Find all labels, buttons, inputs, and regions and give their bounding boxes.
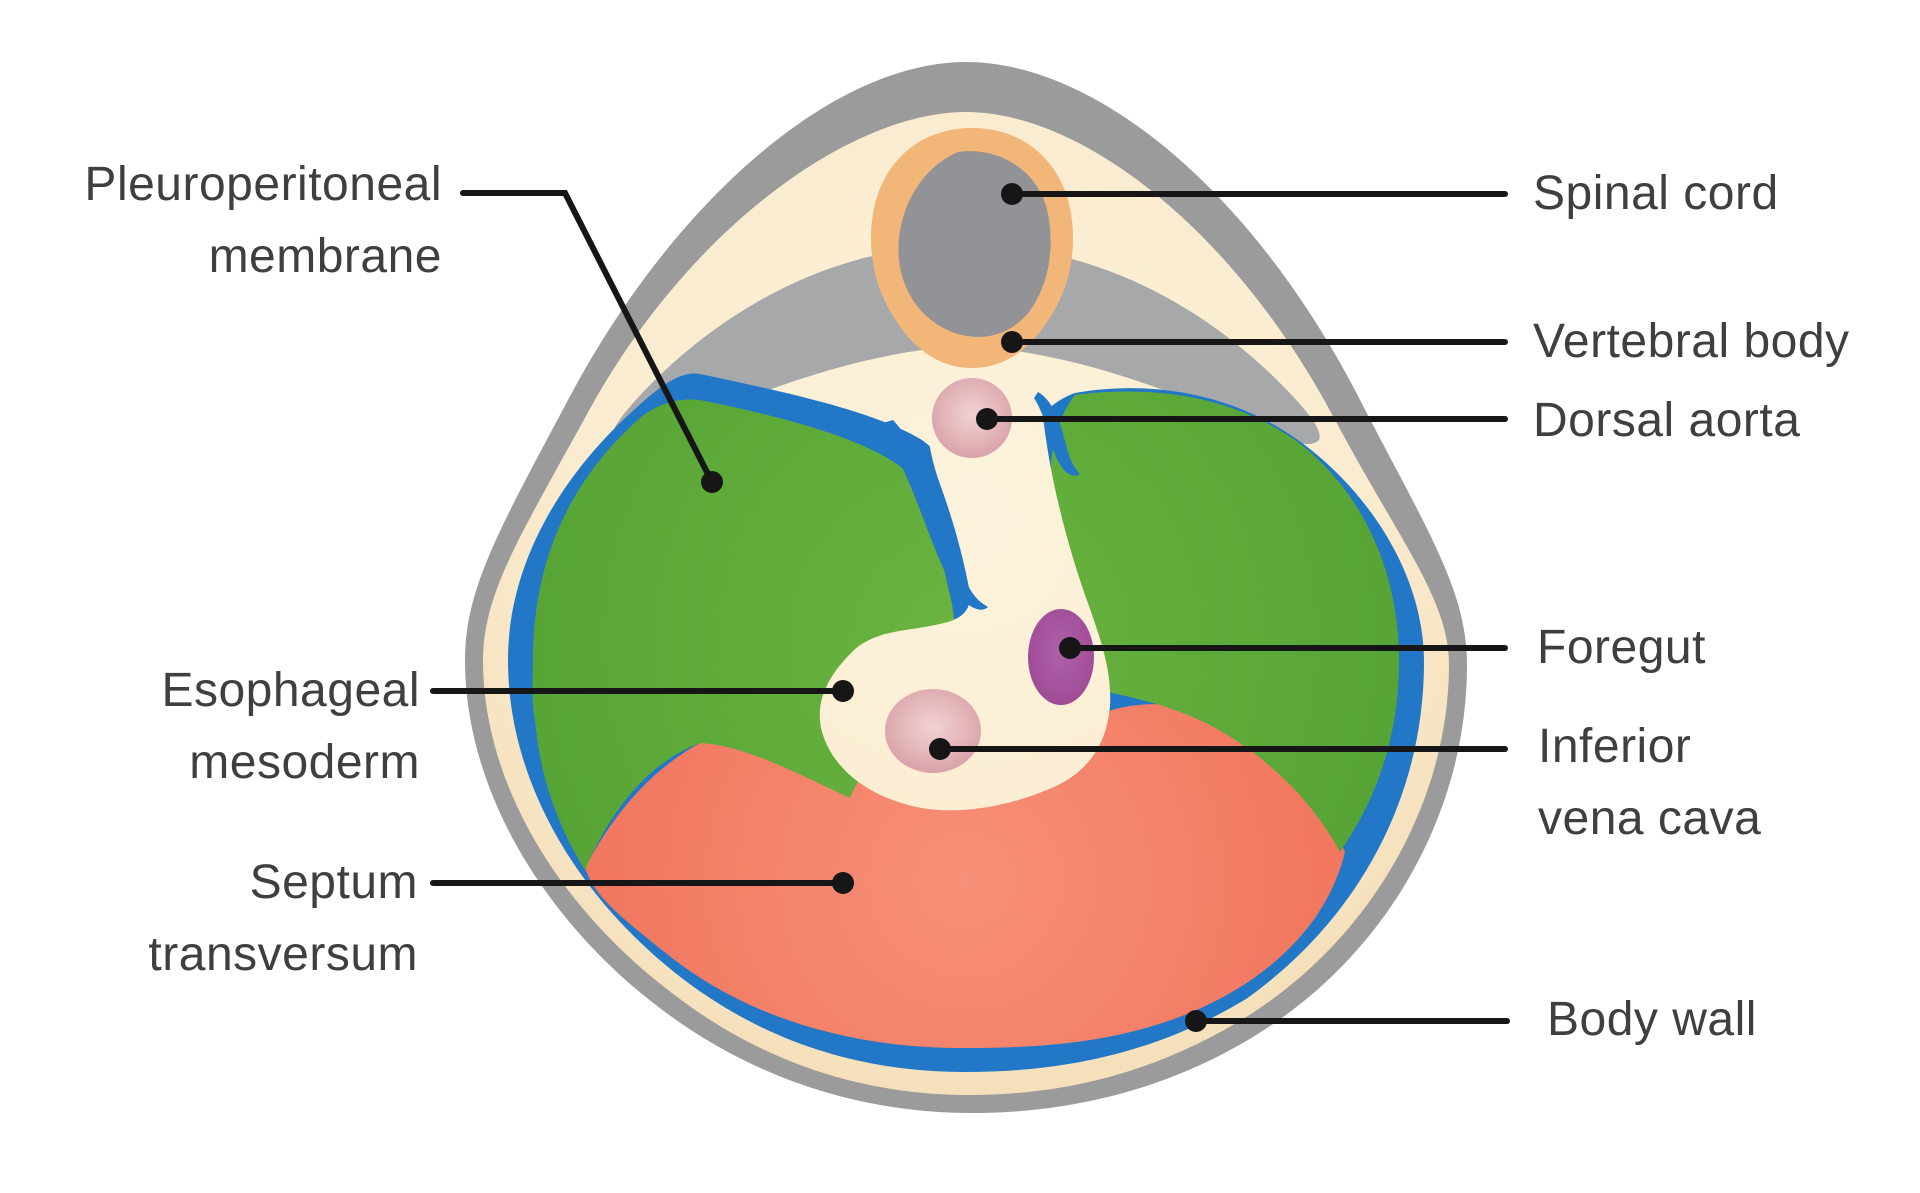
foregut-dot bbox=[1059, 637, 1081, 659]
esophageal-mesoderm-shape bbox=[819, 386, 1111, 811]
pleuroperitoneal-membrane-dot bbox=[701, 471, 723, 493]
label-line: Septum bbox=[249, 856, 418, 909]
septum-transversum-shape bbox=[585, 704, 1345, 1048]
pleuroperitoneal-membrane-right-shape bbox=[1051, 391, 1399, 852]
label-spinal-cord: Spinal cord bbox=[1533, 158, 1779, 230]
label-line: vena cava bbox=[1538, 792, 1762, 845]
label-line: transversum bbox=[148, 928, 418, 981]
label-line: Inferior bbox=[1538, 720, 1692, 773]
body-wall-dot bbox=[1185, 1010, 1207, 1032]
label-esophageal-mesoderm: Esophageal mesoderm bbox=[161, 655, 420, 799]
label-body-wall: Body wall bbox=[1547, 984, 1757, 1056]
vertebral-body-dot bbox=[1001, 331, 1023, 353]
label-foregut: Foregut bbox=[1537, 612, 1706, 684]
label-line: Spinal cord bbox=[1533, 167, 1779, 220]
pleural-lining-channel-strip-left bbox=[880, 420, 988, 610]
dorsal-aorta-dot bbox=[976, 408, 998, 430]
label-line: membrane bbox=[208, 230, 442, 283]
label-dorsal-aorta: Dorsal aorta bbox=[1533, 385, 1800, 457]
label-line: Esophageal bbox=[161, 664, 420, 717]
inferior-vena-cava-shape bbox=[885, 689, 981, 773]
label-line: Vertebral body bbox=[1533, 315, 1850, 368]
label-pleuroperitoneal-membrane: Pleuroperitoneal membrane bbox=[84, 149, 442, 293]
label-vertebral-body: Vertebral body bbox=[1533, 306, 1850, 378]
label-line: mesoderm bbox=[189, 736, 420, 789]
foregut-shape bbox=[1028, 609, 1094, 705]
spinal-cord-dot bbox=[1001, 183, 1023, 205]
label-inferior-vena-cava: Inferior vena cava bbox=[1538, 711, 1761, 855]
label-line: Body wall bbox=[1547, 993, 1757, 1046]
label-line: Dorsal aorta bbox=[1533, 394, 1801, 447]
inferior-vena-cava-dot bbox=[929, 738, 951, 760]
label-line: Pleuroperitoneal bbox=[84, 158, 442, 211]
septum-transversum-dot bbox=[832, 872, 854, 894]
esophageal-mesoderm-dot bbox=[832, 680, 854, 702]
label-septum-transversum: Septum transversum bbox=[148, 847, 418, 991]
pleuroperitoneal-membrane-leader-line bbox=[460, 190, 715, 485]
right-rib-shape bbox=[1007, 252, 1320, 445]
pleural-lining-channel-strip-right bbox=[1034, 392, 1080, 476]
dorsal-aorta-shape bbox=[932, 378, 1012, 458]
label-line: Foregut bbox=[1537, 621, 1706, 674]
